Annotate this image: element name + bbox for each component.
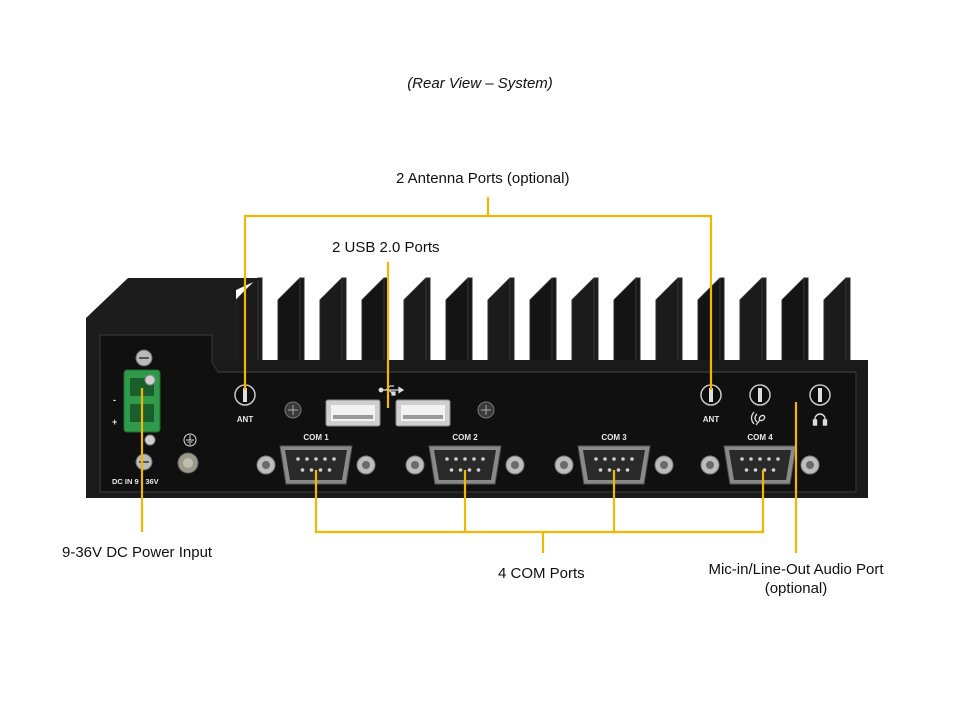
dc-in-label: DC IN 9 - 36V bbox=[112, 477, 159, 486]
com-pin bbox=[625, 468, 630, 472]
com-standoff-hole bbox=[511, 461, 519, 469]
ground-icon bbox=[183, 433, 197, 447]
headphone-port bbox=[809, 384, 831, 406]
leader-lines bbox=[140, 197, 798, 553]
com-pin bbox=[749, 457, 753, 461]
com-pin bbox=[481, 457, 485, 461]
com-pin bbox=[607, 468, 612, 472]
com-pin bbox=[476, 468, 481, 472]
com-pin bbox=[467, 468, 472, 472]
com-pin bbox=[621, 457, 625, 461]
com-standoff-hole bbox=[411, 461, 419, 469]
com-ports: COM 1 COM 2 COM 3 COM 4 bbox=[256, 433, 820, 485]
com-insert bbox=[729, 450, 791, 480]
audio-callout-line2: (optional) bbox=[764, 580, 828, 597]
com-pin bbox=[332, 457, 336, 461]
panel-screw-left bbox=[284, 401, 302, 419]
com-standoff-hole bbox=[262, 461, 270, 469]
com-pin bbox=[603, 457, 607, 461]
com-standoff-hole bbox=[706, 461, 714, 469]
terminal-minus-label: - bbox=[113, 395, 116, 405]
com-standoff-hole bbox=[806, 461, 814, 469]
audio-callout-line1: Mic-in/Line-Out Audio Port bbox=[708, 561, 884, 578]
usb-port-1 bbox=[325, 399, 381, 427]
headphone-icon bbox=[812, 413, 828, 426]
com-standoff-hole bbox=[660, 461, 668, 469]
audio-callout: Mic-in/Line-Out Audio Port (optional) bbox=[696, 560, 896, 598]
microphone-port bbox=[749, 384, 771, 406]
antenna-leader bbox=[243, 214, 713, 390]
antenna-port-right bbox=[700, 384, 722, 406]
usb-icon bbox=[378, 385, 405, 396]
terminal-plus-label: + bbox=[112, 417, 117, 427]
com-pin bbox=[323, 457, 327, 461]
com-standoff-hole bbox=[560, 461, 568, 469]
com-leader bbox=[314, 470, 765, 534]
com-callout: 4 COM Ports bbox=[498, 565, 585, 582]
com-pin bbox=[767, 457, 771, 461]
com-pin bbox=[314, 457, 318, 461]
com-port-4: COM 4 bbox=[700, 433, 820, 485]
com-pin bbox=[472, 457, 476, 461]
com-pin bbox=[458, 468, 463, 472]
ant-left-label: ANT bbox=[237, 415, 254, 424]
com-pin bbox=[758, 457, 762, 461]
com-pin bbox=[740, 457, 744, 461]
com-pin bbox=[300, 468, 305, 472]
com-pin bbox=[744, 468, 749, 472]
com-pin bbox=[296, 457, 300, 461]
microphone-icon bbox=[750, 411, 766, 426]
com-pin bbox=[463, 457, 467, 461]
com-pin bbox=[630, 457, 634, 461]
com-pin bbox=[616, 468, 621, 472]
heatsink-fins bbox=[235, 277, 851, 363]
com-pin bbox=[454, 457, 458, 461]
com-standoff-hole bbox=[362, 461, 370, 469]
com-pin bbox=[612, 457, 616, 461]
panel-screw-right bbox=[477, 401, 495, 419]
diagram-caption: (Rear View – System) bbox=[407, 75, 553, 92]
usb-callout: 2 USB 2.0 Ports bbox=[332, 239, 440, 256]
com-port-label: COM 1 bbox=[303, 433, 329, 442]
com-pin bbox=[305, 457, 309, 461]
com-pin bbox=[327, 468, 332, 472]
com-port-3: COM 3 bbox=[554, 433, 674, 485]
ground-screw bbox=[177, 452, 199, 474]
com-pin bbox=[776, 457, 780, 461]
com-pin bbox=[445, 457, 449, 461]
com-port-1: COM 1 bbox=[256, 433, 376, 485]
ant-right-label: ANT bbox=[703, 415, 720, 424]
com-insert bbox=[583, 450, 645, 480]
usb-port-2 bbox=[395, 399, 451, 427]
com-pin bbox=[753, 468, 758, 472]
com-port-label: COM 4 bbox=[747, 433, 773, 442]
com-insert bbox=[434, 450, 496, 480]
com-pin bbox=[449, 468, 454, 472]
com-pin bbox=[594, 457, 598, 461]
com-port-label: COM 2 bbox=[452, 433, 478, 442]
com-insert bbox=[285, 450, 347, 480]
com-pin bbox=[771, 468, 776, 472]
com-pin bbox=[318, 468, 323, 472]
com-port-label: COM 3 bbox=[601, 433, 627, 442]
com-pin bbox=[309, 468, 314, 472]
power-callout: 9-36V DC Power Input bbox=[62, 544, 213, 561]
antenna-callout: 2 Antenna Ports (optional) bbox=[396, 170, 570, 187]
com-pin bbox=[598, 468, 603, 472]
com-port-2: COM 2 bbox=[405, 433, 525, 485]
